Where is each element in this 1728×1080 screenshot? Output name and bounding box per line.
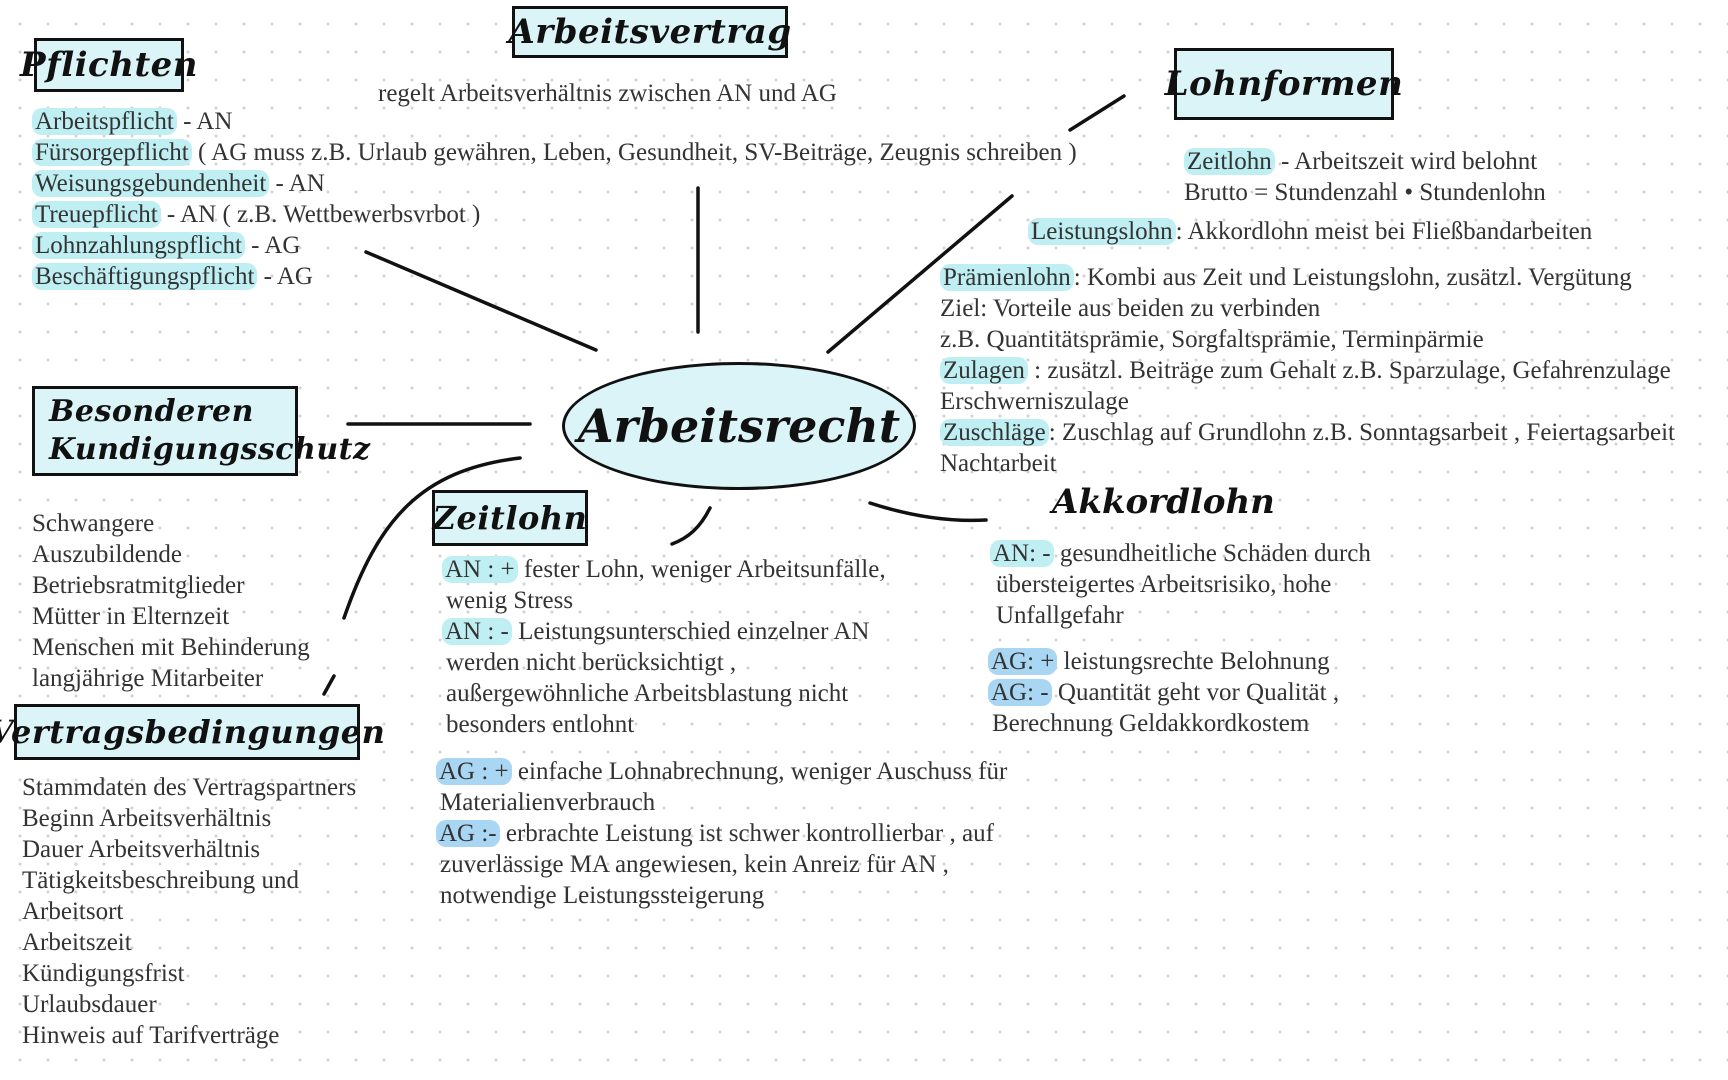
list-item: Beginn Arbeitsverhältnis	[22, 805, 272, 832]
list-item: Lohnzahlungspflicht - AG	[32, 230, 1077, 261]
connector-vertragsbedingungen-tail	[322, 674, 336, 696]
vertragsbedingungen-title: Vertragsbedingungen	[0, 713, 386, 751]
list-item: Treuepflicht - AN ( z.B. Wettbewerbsvrbo…	[32, 199, 1077, 230]
list-item: Hinweis auf Tarifverträge	[22, 1022, 280, 1049]
connector-pflichten	[364, 250, 598, 352]
zeitlohn-ag: AG : + einfache Lohnabrechnung, weniger …	[436, 756, 1007, 911]
zeitlohn-box: Zeitlohn	[432, 490, 588, 546]
list-item: Schwangere	[32, 510, 155, 537]
akkordlohn-an: AN: - gesundheitliche Schäden durch über…	[990, 538, 1371, 631]
connector-leistungslohn	[826, 194, 1014, 354]
zeitlohn-an: AN : + fester Lohn, weniger Arbeitsunfäl…	[442, 554, 886, 740]
list-item: Weisungsgebundenheit - AN	[32, 168, 1077, 199]
kuendigungsschutz-box: Besonderen Kundigungsschutz	[32, 386, 370, 476]
list-item: Kündigungsfrist	[22, 960, 185, 987]
list-item: Dauer Arbeitsverhältnis	[22, 836, 261, 863]
list-item: Mütter in Elternzeit	[32, 603, 230, 630]
list-item: Arbeitszeit	[22, 929, 132, 956]
akkordlohn-ag: AG: + leistungsrechte Belohnung AG: - Qu…	[988, 646, 1339, 739]
arbeitsvertrag-subtitle: regelt Arbeitsverhältnis zwischen AN und…	[378, 80, 837, 107]
kuendigungsschutz-title-line2: Kundigungsschutz	[49, 432, 371, 467]
list-item: Tätigkeitsbeschreibung und	[22, 867, 300, 894]
list-item: Urlaubsdauer	[22, 991, 157, 1018]
zeitlohn-title: Zeitlohn	[432, 499, 588, 537]
pflichten-title: Pflichten	[20, 45, 199, 85]
connector-akkordlohn	[868, 501, 988, 523]
akkordlohn-title: Akkordlohn	[1052, 482, 1275, 522]
list-item: Betriebsratmitglieder	[32, 572, 245, 599]
list-item: Arbeitsort	[22, 898, 124, 925]
connector-zeitlohn	[670, 506, 712, 546]
pflichten-list: Arbeitspflicht - AN Fürsorgepflicht ( AG…	[32, 106, 1077, 292]
kuendigungsschutz-title-line1: Besonderen	[49, 394, 254, 429]
list-item: Auszubildende	[32, 541, 182, 568]
list-item: Fürsorgepflicht ( AG muss z.B. Urlaub ge…	[32, 137, 1077, 168]
lohnformen-title: Lohnformen	[1164, 64, 1404, 104]
arbeitsvertrag-title: Arbeitsvertrag	[508, 12, 792, 52]
lohnformen-leistungslohn: Leistungslohn: Akkordlohn meist bei Flie…	[1028, 216, 1592, 247]
arbeitsvertrag-box: Arbeitsvertrag	[508, 6, 791, 58]
center-topic: Arbeitsrecht	[562, 362, 916, 490]
connector-vertragsbedingungen	[342, 456, 522, 620]
list-item: Stammdaten des Vertragspartners	[22, 774, 357, 801]
kuendigungsschutz-list: Schwangere Auszubildende Betriebsratmitg…	[32, 508, 310, 694]
lohnformen-box: Lohnformen	[1165, 48, 1403, 120]
vertragsbedingungen-list: Stammdaten des Vertragspartners Beginn A…	[22, 772, 356, 1051]
connector-lohnformen	[1068, 94, 1126, 132]
list-item: Arbeitspflicht - AN	[32, 106, 1077, 137]
list-item: Menschen mit Behinderung	[32, 634, 310, 661]
lohnformen-zeitlohn: Zeitlohn - Arbeitszeit wird belohnt Brut…	[1184, 148, 1546, 206]
pflichten-box: Pflichten	[20, 38, 198, 92]
list-item: langjährige Mitarbeiter	[32, 665, 264, 692]
vertragsbedingungen-box: Vertragsbedingungen	[0, 704, 385, 760]
center-title: Arbeitsrecht	[577, 399, 901, 453]
list-item: Beschäftigungspflicht - AG	[32, 261, 1077, 292]
lohnformen-details: Prämienlohn: Kombi aus Zeit und Leistung…	[940, 264, 1675, 477]
